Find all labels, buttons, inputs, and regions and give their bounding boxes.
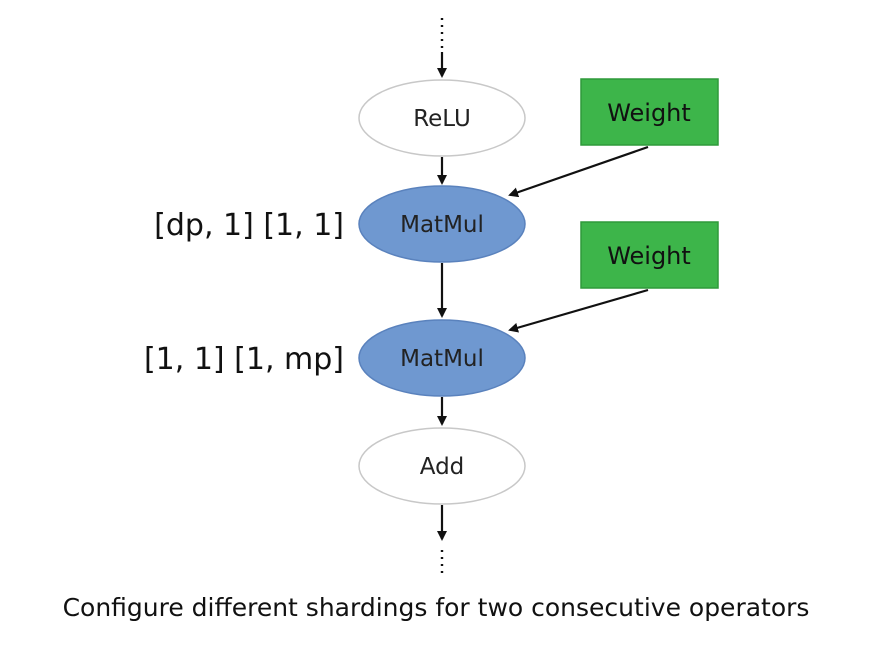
weight-node-2: Weight — [580, 221, 719, 289]
edge-weight-1-to-matmul-1 — [508, 145, 649, 198]
relu-label: ReLU — [413, 106, 471, 132]
relu-node: ReLU — [358, 79, 526, 157]
matmul-1-sharding-label: [dp, 1] [1, 1] — [154, 208, 344, 243]
weight-2-box — [580, 221, 719, 289]
matmul-2-ellipse — [358, 319, 526, 397]
weight-2-label: Weight — [607, 242, 691, 270]
matmul-2-label: MatMul — [400, 346, 484, 372]
weight-1-label: Weight — [607, 99, 691, 127]
figure-caption: Configure different shardings for two co… — [63, 593, 810, 622]
relu-ellipse — [358, 79, 526, 157]
matmul-1-ellipse — [358, 185, 526, 263]
weight-1-box — [580, 78, 719, 146]
matmul-1-label: MatMul — [400, 212, 484, 238]
weight-node-1: Weight — [580, 78, 719, 146]
add-ellipse — [358, 427, 526, 505]
matmul-node-1: MatMul — [358, 185, 526, 263]
add-node: Add — [358, 427, 526, 505]
matmul-node-2: MatMul — [358, 319, 526, 397]
add-label: Add — [420, 454, 465, 480]
edge-weight-2-to-matmul-2 — [508, 288, 649, 333]
matmul-2-sharding-label: [1, 1] [1, mp] — [144, 342, 344, 377]
